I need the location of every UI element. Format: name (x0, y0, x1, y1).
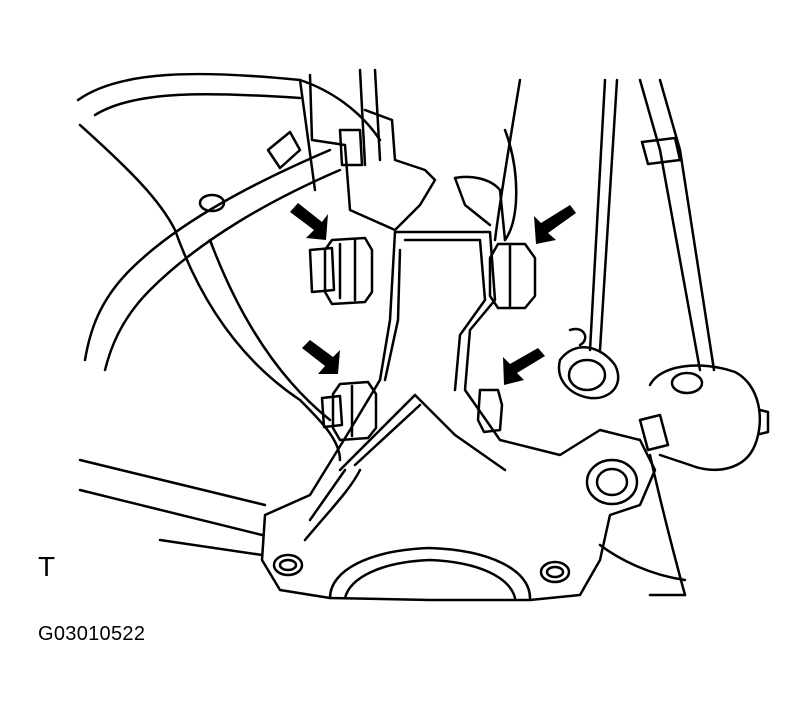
lower-right-nut (476, 388, 504, 434)
pointer-arrows (290, 203, 576, 385)
figure-code: G03010522 (38, 623, 146, 645)
upper-right-nut (488, 242, 537, 310)
lower-arm (78, 458, 267, 557)
arrow-lower-right-bolt (503, 348, 545, 385)
arrow-upper-right-bolt (534, 205, 576, 244)
view-label: T (38, 551, 56, 582)
steering-knuckle (260, 230, 657, 602)
brake-hose (83, 130, 342, 372)
tie-rod-end (598, 364, 770, 597)
strut-bracket (308, 73, 507, 242)
upper-left-nut (308, 236, 374, 306)
lower-left-nut (320, 380, 378, 442)
arrow-upper-left-bolt (290, 203, 328, 240)
stabilizer-link (557, 78, 716, 400)
arrow-lower-left-bolt (302, 340, 340, 374)
background-body-lines (76, 68, 522, 462)
